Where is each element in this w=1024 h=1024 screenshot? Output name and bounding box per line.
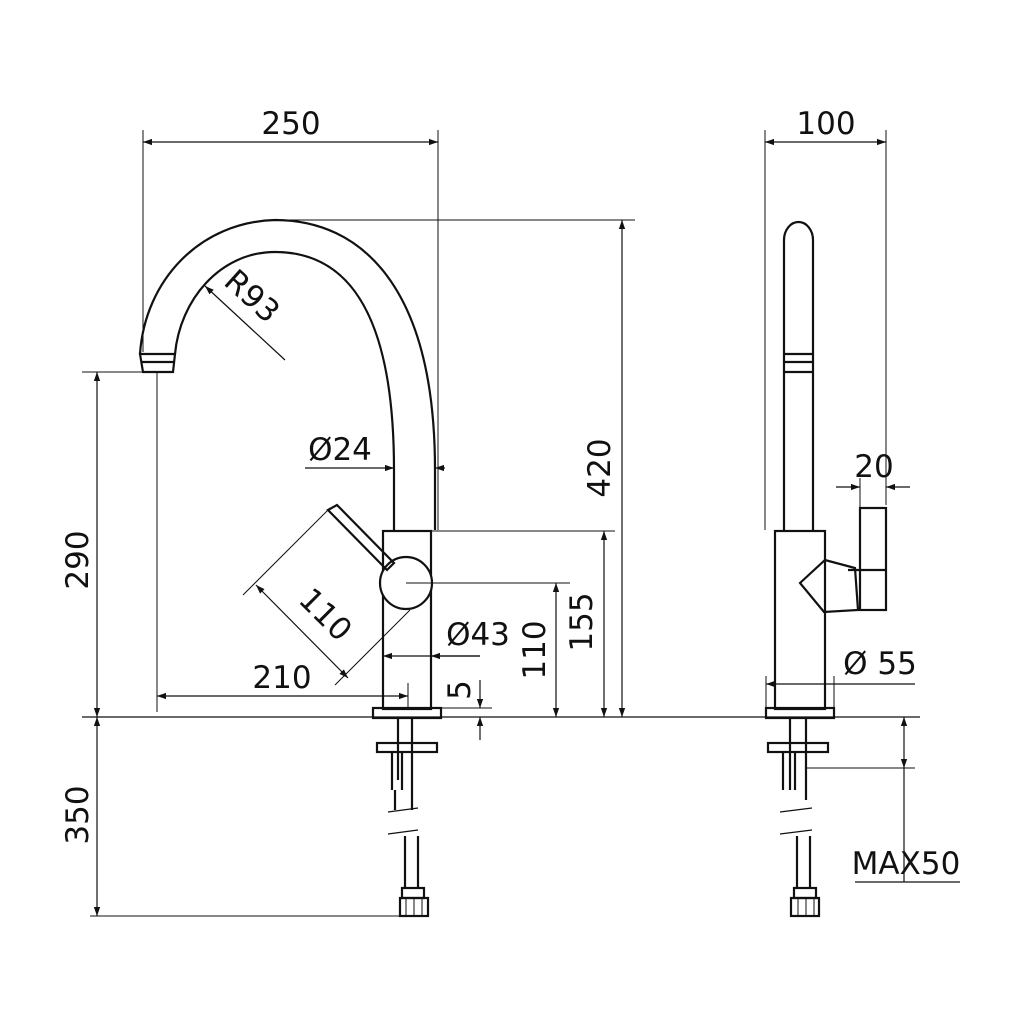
dim-lever-axis-110: 110 bbox=[406, 582, 570, 717]
dim-radius-r93: R93 bbox=[204, 263, 286, 361]
depth-label: 100 bbox=[796, 106, 855, 142]
dim-reach-210: 210 bbox=[156, 372, 409, 712]
side-spout bbox=[782, 220, 815, 531]
max-counter-label: MAX50 bbox=[852, 846, 961, 882]
dim-body-diameter: Ø43 bbox=[383, 617, 510, 660]
hose-length-label: 350 bbox=[60, 785, 96, 844]
side-shank-and-hose bbox=[766, 718, 830, 918]
radius-label: R93 bbox=[217, 263, 286, 331]
reach-label: 210 bbox=[252, 660, 311, 696]
base-diameter-label: Ø 55 bbox=[843, 646, 917, 682]
dim-spout-diameter: Ø24 bbox=[305, 432, 445, 472]
dim-max-counter-50: MAX50 bbox=[806, 717, 961, 883]
dim-handle-width-20: 20 bbox=[836, 449, 910, 508]
width-label: 250 bbox=[261, 106, 320, 142]
dim-width-250: 250 bbox=[142, 106, 439, 530]
dim-body-155: 155 bbox=[431, 530, 615, 717]
handle-length-label: 110 bbox=[291, 581, 358, 648]
side-view: 100 20 Ø 55 MAX50 bbox=[764, 106, 961, 918]
body-diameter-label: Ø43 bbox=[446, 617, 510, 653]
spout-diameter-label: Ø24 bbox=[308, 432, 372, 468]
lever-axis-label: 110 bbox=[517, 620, 553, 679]
dim-hose-350: 350 bbox=[60, 717, 400, 917]
plate-label: 5 bbox=[442, 680, 478, 700]
side-body bbox=[764, 506, 888, 720]
handle-width-label: 20 bbox=[854, 449, 893, 485]
outlet-height-label: 290 bbox=[60, 530, 96, 589]
body-height-label: 155 bbox=[564, 592, 600, 651]
dim-height-420: 420 bbox=[275, 219, 635, 717]
dim-base-diameter-55: Ø 55 bbox=[765, 646, 917, 708]
mounting-shank-and-hose bbox=[375, 718, 439, 918]
front-view: 250 R93 Ø24 420 155 110 bbox=[60, 106, 920, 918]
dim-outlet-290: 290 bbox=[60, 371, 150, 717]
dim-depth-100: 100 bbox=[764, 106, 887, 530]
dim-plate-5: 5 bbox=[441, 680, 492, 740]
spout bbox=[138, 218, 437, 530]
total-height-label: 420 bbox=[582, 438, 618, 497]
